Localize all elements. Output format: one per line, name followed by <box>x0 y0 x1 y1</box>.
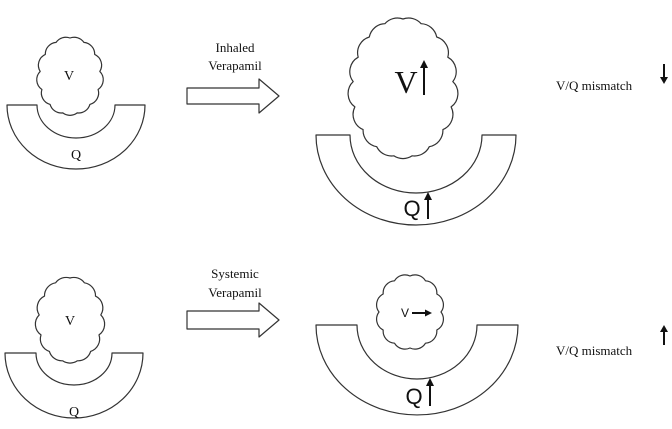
alveolus-cloud-top-after <box>347 17 459 160</box>
process-label-top-line2: Verapamil <box>208 58 262 73</box>
perfusion-vessel-bottom-after <box>315 324 519 416</box>
perfusion-label-bottom-after: Q <box>405 384 422 409</box>
alveolus-cloud-bottom-after <box>376 274 444 350</box>
up-arrow-icon <box>426 378 434 406</box>
process-label-top-line1: Inhaled <box>216 40 255 55</box>
alveolus-cloud-bottom-before <box>34 276 106 364</box>
ventilation-label-bottom-before: V <box>65 314 75 329</box>
process-label-bottom-line2: Verapamil <box>208 285 262 300</box>
outcome-label-bottom: V/Q mismatch <box>556 343 633 358</box>
perfusion-vessel-top-before <box>6 104 146 170</box>
process-arrow-bottom <box>186 302 280 338</box>
outcome-label-top: V/Q mismatch <box>556 78 633 93</box>
ventilation-label-bottom-after: V <box>401 306 409 320</box>
up-arrow-icon <box>420 60 428 95</box>
alveolus-cloud-top-before <box>36 36 104 116</box>
perfusion-label-bottom-before: Q <box>69 405 79 420</box>
process-label-bottom-line1: Systemic <box>211 266 259 281</box>
ventilation-label-top-after: V <box>394 64 417 100</box>
perfusion-vessel-top-after <box>315 134 517 226</box>
right-arrow-icon <box>412 309 432 317</box>
up-arrow-icon <box>660 325 668 345</box>
perfusion-label-top-before: Q <box>71 148 81 163</box>
down-arrow-icon <box>660 64 668 84</box>
up-arrow-icon <box>424 192 432 219</box>
perfusion-vessel-bottom-before <box>4 352 144 419</box>
process-arrow-top <box>186 78 280 114</box>
perfusion-label-top-after: Q <box>403 196 420 221</box>
ventilation-label-top-before: V <box>64 69 74 84</box>
